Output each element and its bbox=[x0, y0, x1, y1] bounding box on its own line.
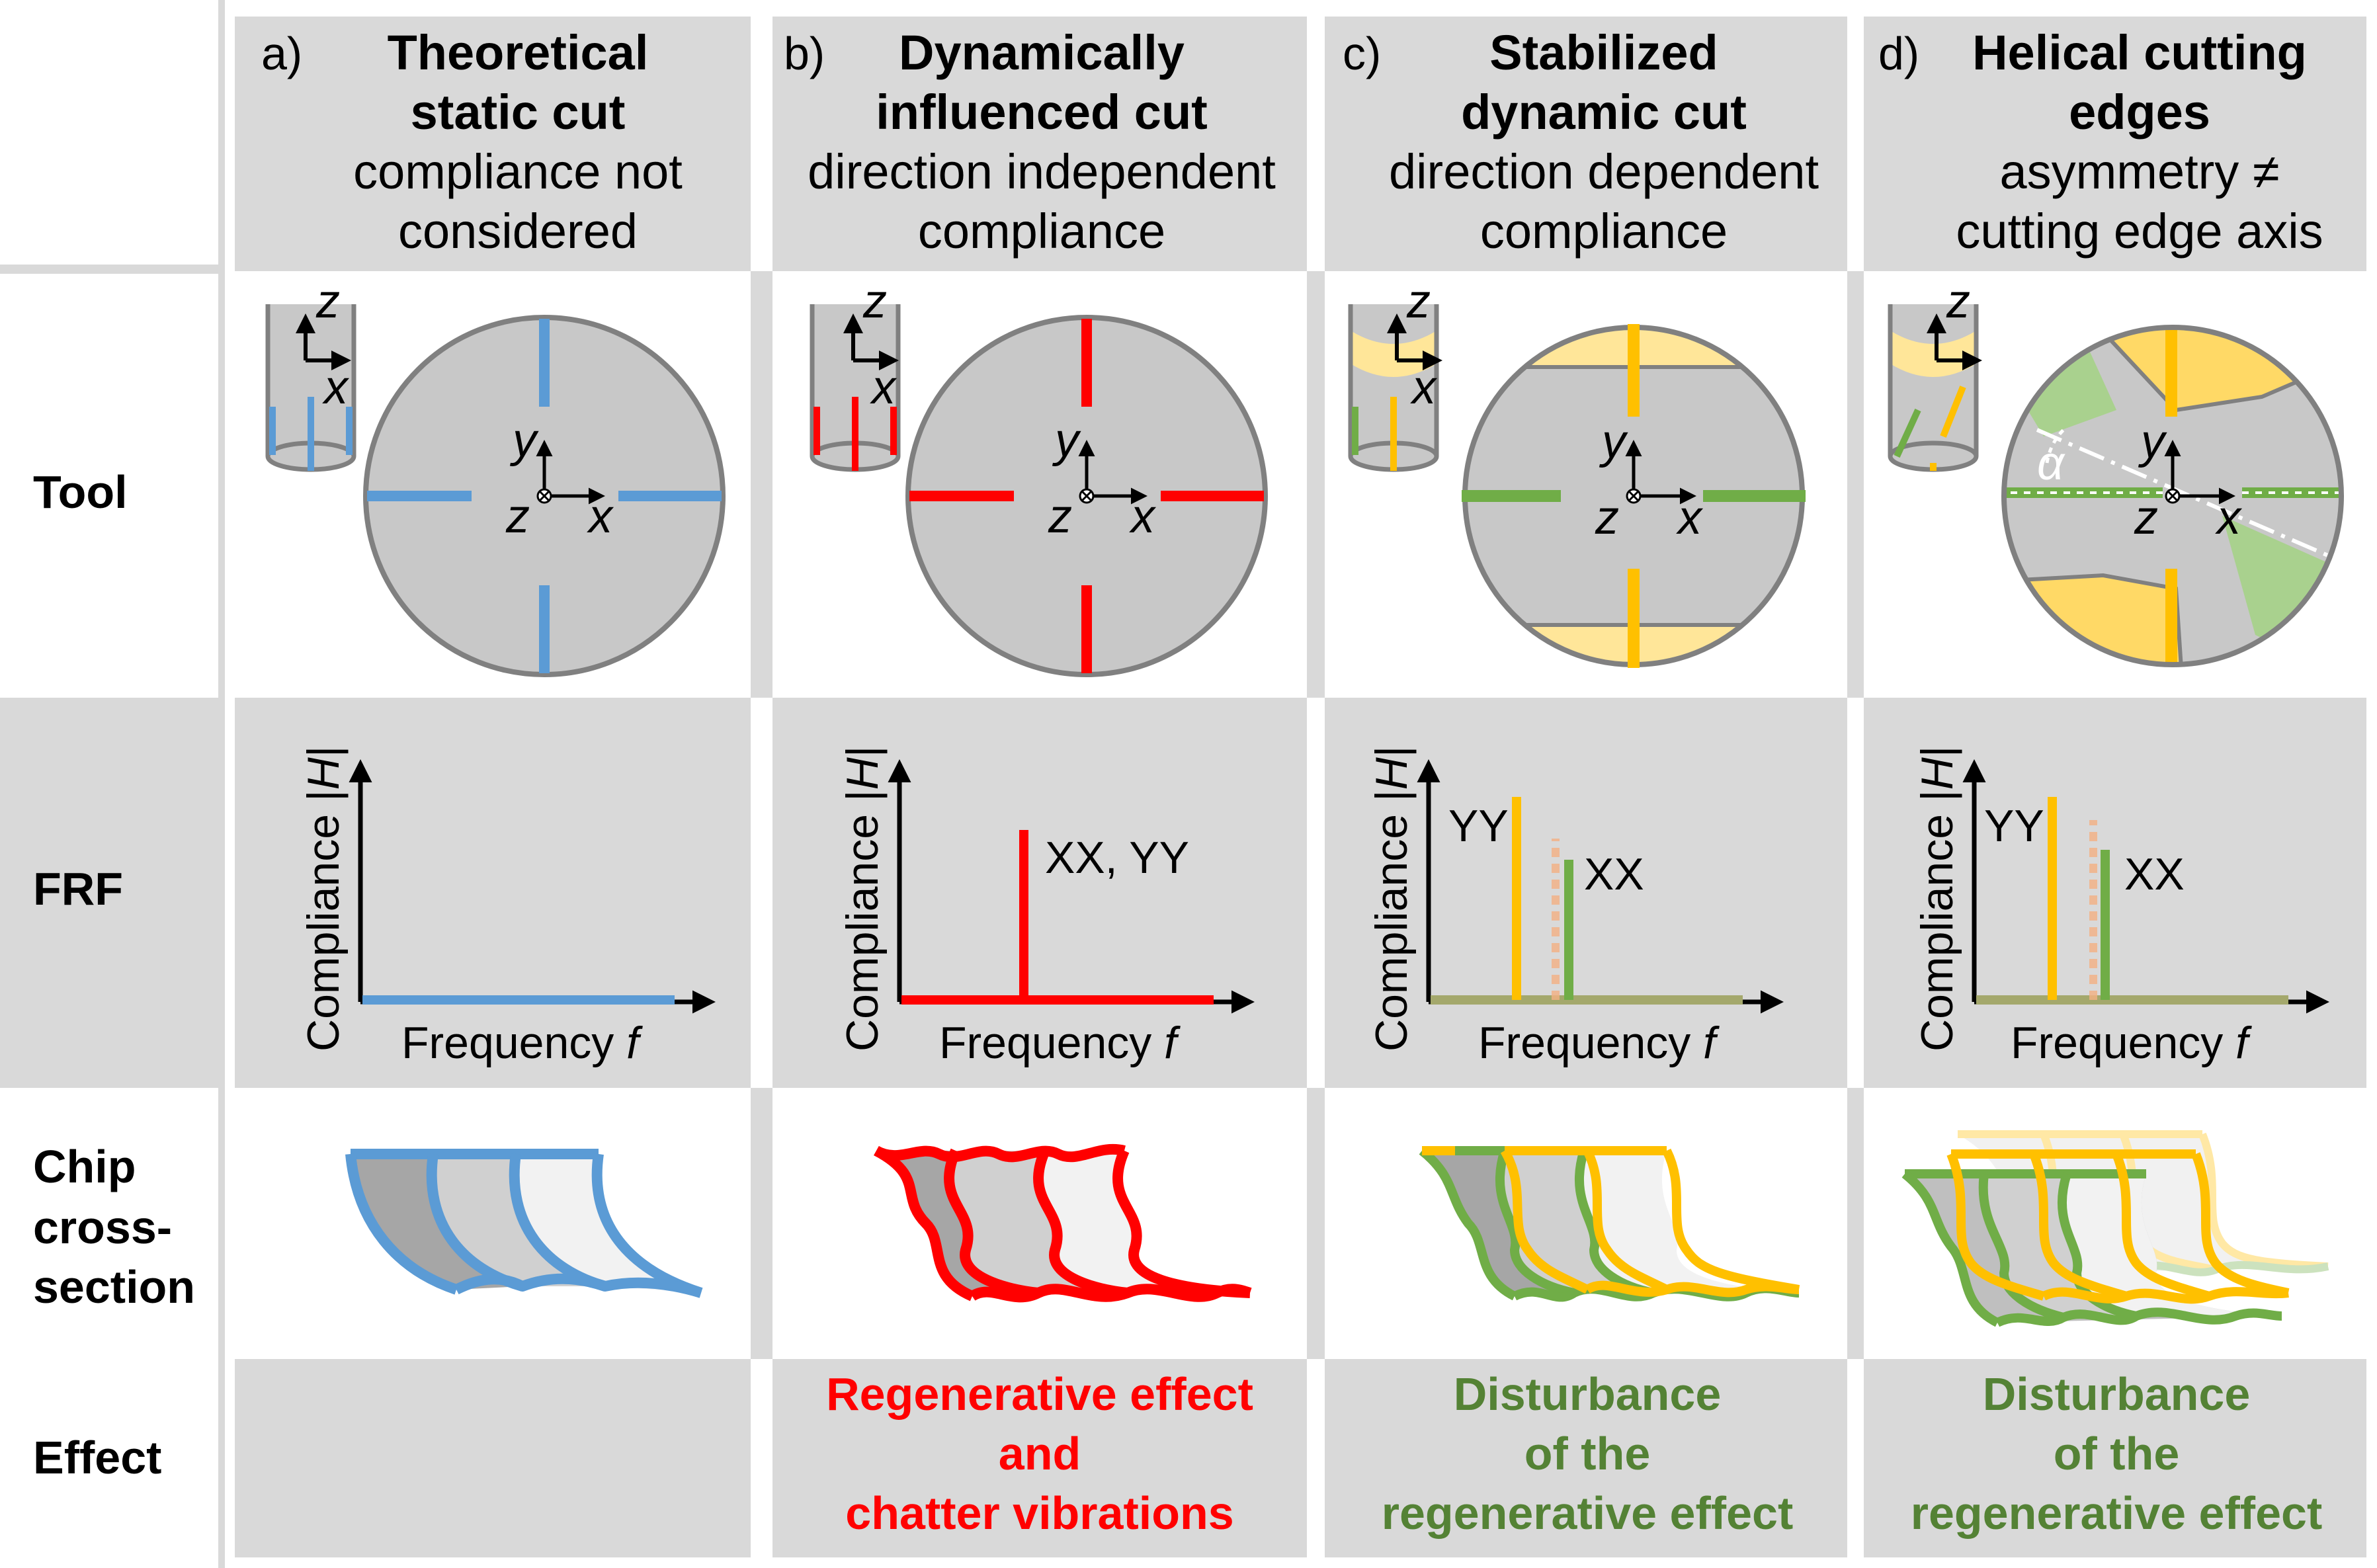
frf-c-yy-label: YY bbox=[1448, 801, 1509, 851]
frf-d-xx-label: XX bbox=[2124, 849, 2185, 899]
row-label-frf: FRF bbox=[33, 863, 123, 915]
col-letter-a: a) bbox=[261, 28, 302, 79]
frf-d-yy-label: YY bbox=[1984, 801, 2044, 851]
chip-a bbox=[345, 1149, 703, 1298]
header-a: a) Theoretical static cut compliance not… bbox=[261, 25, 683, 259]
col-subtitle-d-1: asymmetry ≠ bbox=[2000, 144, 2280, 199]
col-subtitle-a-1: compliance not bbox=[353, 144, 683, 199]
tool-b-section-y: y bbox=[1052, 414, 1081, 467]
tool-a: z x y z x bbox=[265, 275, 726, 677]
tool-b: z x y z x bbox=[810, 275, 1268, 677]
tool-c-cylinder: z x bbox=[1348, 275, 1442, 472]
col-letter-b: b) bbox=[784, 28, 825, 79]
effect-c-line-2: of the bbox=[1524, 1428, 1651, 1479]
tool-b-z-label: z bbox=[862, 275, 887, 328]
frf-c-xlabel: Frequency f bbox=[1478, 1018, 1720, 1068]
tool-c: z x y z x bbox=[1348, 275, 1806, 668]
tool-a-section-z: z bbox=[505, 490, 530, 543]
tool-a-x-label: x bbox=[322, 361, 350, 414]
frf-b-ylabel: Compliance |H| bbox=[837, 746, 888, 1052]
col-title-a-2: static cut bbox=[411, 85, 626, 140]
tool-a-section-y: y bbox=[509, 414, 539, 467]
col-subtitle-a-2: considered bbox=[398, 204, 638, 259]
col-subtitle-b-2: compliance bbox=[918, 204, 1165, 259]
effect-d-line-1: Disturbance bbox=[1983, 1368, 2251, 1420]
effect-b-line-1: Regenerative effect bbox=[826, 1368, 1253, 1420]
frf-d-ylabel: Compliance |H| bbox=[1912, 746, 1962, 1052]
row-label-tool: Tool bbox=[33, 466, 128, 518]
effect-b-line-3: chatter vibrations bbox=[845, 1487, 1233, 1539]
header-d: d) Helical cutting edges asymmetry ≠ cut… bbox=[1878, 25, 2323, 259]
tool-d-section-z: z bbox=[2134, 491, 2158, 544]
frf-b-peak-label: XX, YY bbox=[1045, 833, 1189, 883]
frf-d: YY XX Compliance |H| Frequency f bbox=[1912, 746, 2329, 1068]
tool-b-cylinder: z x bbox=[810, 275, 901, 472]
col-title-b-1: Dynamically bbox=[899, 25, 1185, 80]
tool-b-x-label: x bbox=[870, 361, 897, 414]
col-title-c-2: dynamic cut bbox=[1461, 85, 1747, 140]
col-subtitle-d-2: cutting edge axis bbox=[1956, 204, 2323, 259]
frf-b-xlabel: Frequency f bbox=[939, 1018, 1181, 1068]
tool-a-z-label: z bbox=[315, 275, 340, 328]
frf-c-xx-label: XX bbox=[1584, 849, 1644, 899]
col-title-c-1: Stabilized bbox=[1489, 25, 1718, 80]
tool-c-section-y: y bbox=[1599, 415, 1628, 468]
frf-a-xlabel: Frequency f bbox=[401, 1018, 643, 1068]
frf-d-xlabel: Frequency f bbox=[2011, 1018, 2252, 1068]
chip-d bbox=[1901, 1130, 2329, 1327]
tool-c-section-z: z bbox=[1595, 491, 1619, 544]
effect-b: Regenerative effect and chatter vibratio… bbox=[826, 1368, 1253, 1539]
tool-d-alpha-label: α bbox=[2037, 437, 2065, 490]
tool-d: z y z x α bbox=[1888, 275, 2344, 667]
row-label-chip-3: section bbox=[33, 1261, 195, 1313]
effect-d-line-3: regenerative effect bbox=[1911, 1487, 2323, 1539]
tool-c-section-x: x bbox=[1676, 491, 1704, 544]
header-b: b) Dynamically influenced cut direction … bbox=[784, 25, 1276, 259]
frf-a: Compliance |H| Frequency f bbox=[298, 746, 716, 1068]
row-label-effect: Effect bbox=[33, 1432, 161, 1483]
tool-a-section-x: x bbox=[587, 490, 614, 543]
tool-c-x-label: x bbox=[1410, 361, 1438, 414]
effect-d-line-2: of the bbox=[2054, 1428, 2180, 1479]
header-c: c) Stabilized dynamic cut direction depe… bbox=[1343, 25, 1819, 259]
frf-c-ylabel: Compliance |H| bbox=[1366, 746, 1417, 1052]
col-title-a-1: Theoretical bbox=[388, 25, 649, 80]
frf-c: YY XX Compliance |H| Frequency f bbox=[1366, 746, 1784, 1068]
chip-c bbox=[1419, 1146, 1800, 1302]
frf-b: XX, YY Compliance |H| Frequency f bbox=[837, 746, 1255, 1068]
effect-c: Disturbance of the regenerative effect bbox=[1382, 1368, 1794, 1539]
effect-b-line-2: and bbox=[999, 1428, 1081, 1479]
col-subtitle-c-1: direction dependent bbox=[1389, 144, 1819, 199]
tool-b-section-x: x bbox=[1129, 490, 1157, 543]
tool-d-section-x: x bbox=[2215, 491, 2243, 544]
tool-d-z-label: z bbox=[1946, 275, 1970, 328]
col-title-d-2: edges bbox=[2069, 85, 2210, 140]
effect-d: Disturbance of the regenerative effect bbox=[1911, 1368, 2323, 1539]
chip-b bbox=[874, 1144, 1252, 1303]
col-subtitle-b-1: direction independent bbox=[808, 144, 1276, 199]
tool-d-cylinder: z bbox=[1888, 275, 1982, 472]
tool-b-section-z: z bbox=[1048, 490, 1072, 543]
tool-c-z-label: z bbox=[1406, 275, 1431, 328]
tool-d-section-y: y bbox=[2138, 415, 2167, 468]
row-label-chip-1: Chip bbox=[33, 1141, 136, 1192]
effect-c-line-3: regenerative effect bbox=[1382, 1487, 1794, 1539]
col-subtitle-c-2: compliance bbox=[1480, 204, 1728, 259]
frf-a-ylabel: Compliance |H| bbox=[298, 746, 349, 1052]
col-letter-d: d) bbox=[1878, 28, 1919, 79]
tool-a-cylinder: z x bbox=[265, 275, 356, 472]
col-letter-c: c) bbox=[1343, 28, 1381, 79]
row-label-chip-2: cross- bbox=[33, 1202, 172, 1253]
effect-c-line-1: Disturbance bbox=[1454, 1368, 1722, 1420]
col-title-b-2: influenced cut bbox=[876, 85, 1208, 140]
col-title-d-1: Helical cutting bbox=[1972, 25, 2307, 80]
